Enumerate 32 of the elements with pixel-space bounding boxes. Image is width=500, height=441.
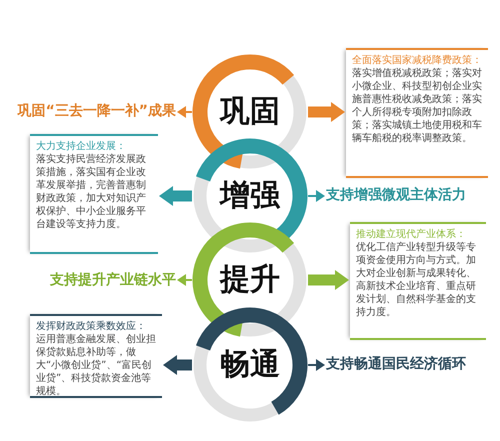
panel-text: 落实支持民营经济发展政策措施，落实国有企业改革发展举措，完善普惠制财政政策，加大对知识产权保护、中小企业服务平台建设等支持力度。	[36, 153, 147, 231]
panel-heading: 大力支持企业发展：	[36, 140, 127, 153]
panel-heading: 全面落实国家减税降费政策：	[352, 54, 482, 67]
arrow	[308, 190, 325, 202]
ring-node	[192, 54, 308, 170]
arrow	[308, 359, 325, 371]
detail-panel	[30, 314, 162, 398]
arrow	[308, 102, 345, 122]
ring-node	[192, 222, 308, 338]
slogan-text: 支持畅通国民经济循环	[326, 354, 498, 374]
ring-title: 增强	[220, 181, 280, 211]
arrow	[177, 106, 192, 118]
panel-heading: 发挥财政政策乘数效应：	[36, 320, 147, 333]
detail-panel	[346, 48, 488, 178]
arrow	[159, 186, 192, 206]
arrow	[177, 274, 192, 286]
ring-title: 巩固	[220, 97, 280, 127]
slogan-text: 支持提升产业链水平	[4, 270, 176, 290]
arrow	[163, 355, 192, 375]
panel-text: 优化工信产业转型升级等专项资金使用方向与方式。加大对企业创新与成果转化、高新技术企业培育、重点研发计划、自然科学基金的支持力度。	[356, 241, 477, 319]
arrow	[308, 270, 349, 290]
slogan-text: 支持增强微观主体活力	[326, 185, 498, 205]
ring-title: 提升	[220, 265, 280, 295]
panel-heading: 推动建立现代产业体系：	[356, 228, 467, 241]
ring-node	[192, 138, 308, 254]
panel-text: 落实增值税减税政策；落实对小微企业、科技型初创企业实施普惠性税收减免政策；落实个人所得税专项附加扣除政策；落实城镇土地使用税和车辆车船税的税率调整政策。	[352, 67, 482, 145]
detail-panel	[30, 134, 158, 254]
detail-panel	[350, 222, 486, 340]
panel-text: 运用普惠金融发展、创业担保贷款贴息补助等，做大“小微创业贷”、“富民创业贷”、科技贷款资金池等规模。	[36, 333, 156, 398]
slogan-text: 巩固“三去一降一补”成果	[4, 101, 176, 121]
ring-node	[192, 307, 308, 423]
ring-title: 畅通	[220, 350, 280, 380]
